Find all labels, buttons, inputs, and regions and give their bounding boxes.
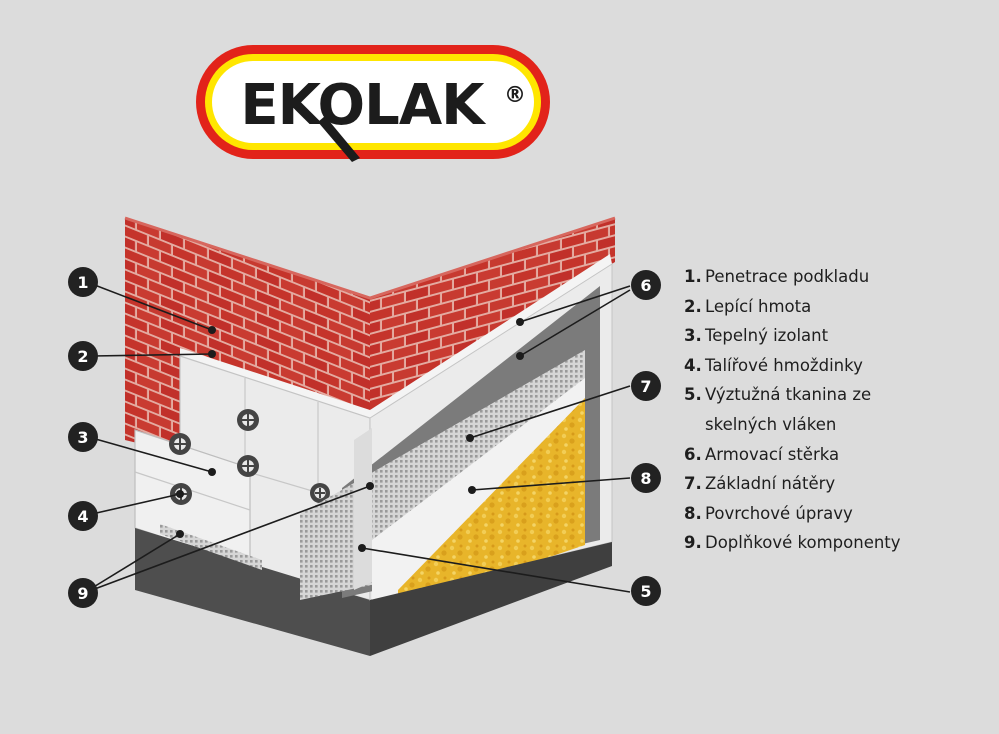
legend-number: 1. (684, 267, 702, 286)
legend-item: 5.Výztužná tkanina ze skelných vláken (684, 380, 901, 439)
dowels (169, 409, 330, 505)
legend-item: 7.Základní nátěry (684, 469, 901, 499)
base-plinth-right (370, 542, 612, 656)
legend-item: 3.Tepelný izolant (684, 321, 901, 351)
marker-6: 6 (631, 270, 661, 300)
svg-text:8: 8 (640, 469, 651, 488)
svg-text:2: 2 (77, 347, 88, 366)
svg-text:1: 1 (77, 273, 88, 292)
legend-text: Výztužná tkanina ze (705, 385, 872, 405)
svg-text:6: 6 (640, 276, 651, 295)
legend-number: 8. (684, 503, 702, 523)
marker-2: 2 (68, 341, 98, 371)
legend-item: 1.Penetrace podkladu (684, 262, 901, 292)
marker-9: 9 (68, 578, 98, 608)
svg-text:9: 9 (77, 584, 88, 603)
legend-text: Lepící hmota (705, 296, 812, 316)
marker-4: 4 (68, 501, 98, 531)
legend-text: Povrchové úpravy (705, 503, 853, 523)
leader-lines (91, 283, 631, 593)
legend-text: Talířové hmoždinky (705, 355, 863, 375)
legend-text: Tepelný izolant (705, 326, 829, 346)
logo-pen-stroke (318, 116, 360, 162)
wall-cross-section (124, 216, 616, 656)
legend-number: 6. (684, 444, 702, 464)
brick-wall-right (370, 218, 615, 412)
legend-item: 6.Armovací stěrka (684, 440, 901, 470)
marker-8: 8 (631, 463, 661, 493)
legend-text: Doplňkové komponenty (705, 533, 901, 553)
marker-1: 1 (68, 267, 98, 297)
legend-number: 4. (684, 355, 702, 375)
base-profile (160, 524, 262, 570)
registered-mark: ® (504, 83, 526, 108)
legend-number: 9. (684, 533, 702, 553)
logo-wordmark: EKOLAK (240, 73, 487, 138)
legend-text: Armovací stěrka (705, 444, 840, 464)
legend-list: 1.Penetrace podkladu 2.Lepící hmota 3.Te… (684, 262, 901, 558)
svg-text:3: 3 (77, 428, 88, 447)
legend-number: 2. (684, 296, 702, 316)
legend-item: 9.Doplňkové komponenty (684, 528, 901, 558)
marker-3: 3 (68, 422, 98, 452)
legend-item: 8.Povrchové úpravy (684, 499, 901, 529)
base-plinth-left (135, 528, 370, 656)
legend-item: 4.Talířové hmoždinky (684, 351, 901, 381)
marker-7: 7 (631, 371, 661, 401)
legend-number: 7. (684, 474, 702, 494)
finish-plaster (398, 398, 585, 608)
svg-text:4: 4 (77, 507, 88, 526)
legend-item: 2.Lepící hmota (684, 292, 901, 322)
marker-5: 5 (631, 576, 661, 606)
legend-text: Penetrace podkladu (705, 267, 870, 286)
legend-text-continuation: skelných vláken (705, 414, 837, 434)
legend-number: 5. (684, 385, 702, 405)
legend-number: 3. (684, 326, 702, 346)
ekolak-logo: EKOLAK ® (196, 45, 550, 162)
legend-text: Základní nátěry (705, 474, 836, 494)
svg-text:7: 7 (640, 377, 651, 396)
svg-text:5: 5 (640, 582, 651, 601)
leader-dots (176, 318, 524, 552)
